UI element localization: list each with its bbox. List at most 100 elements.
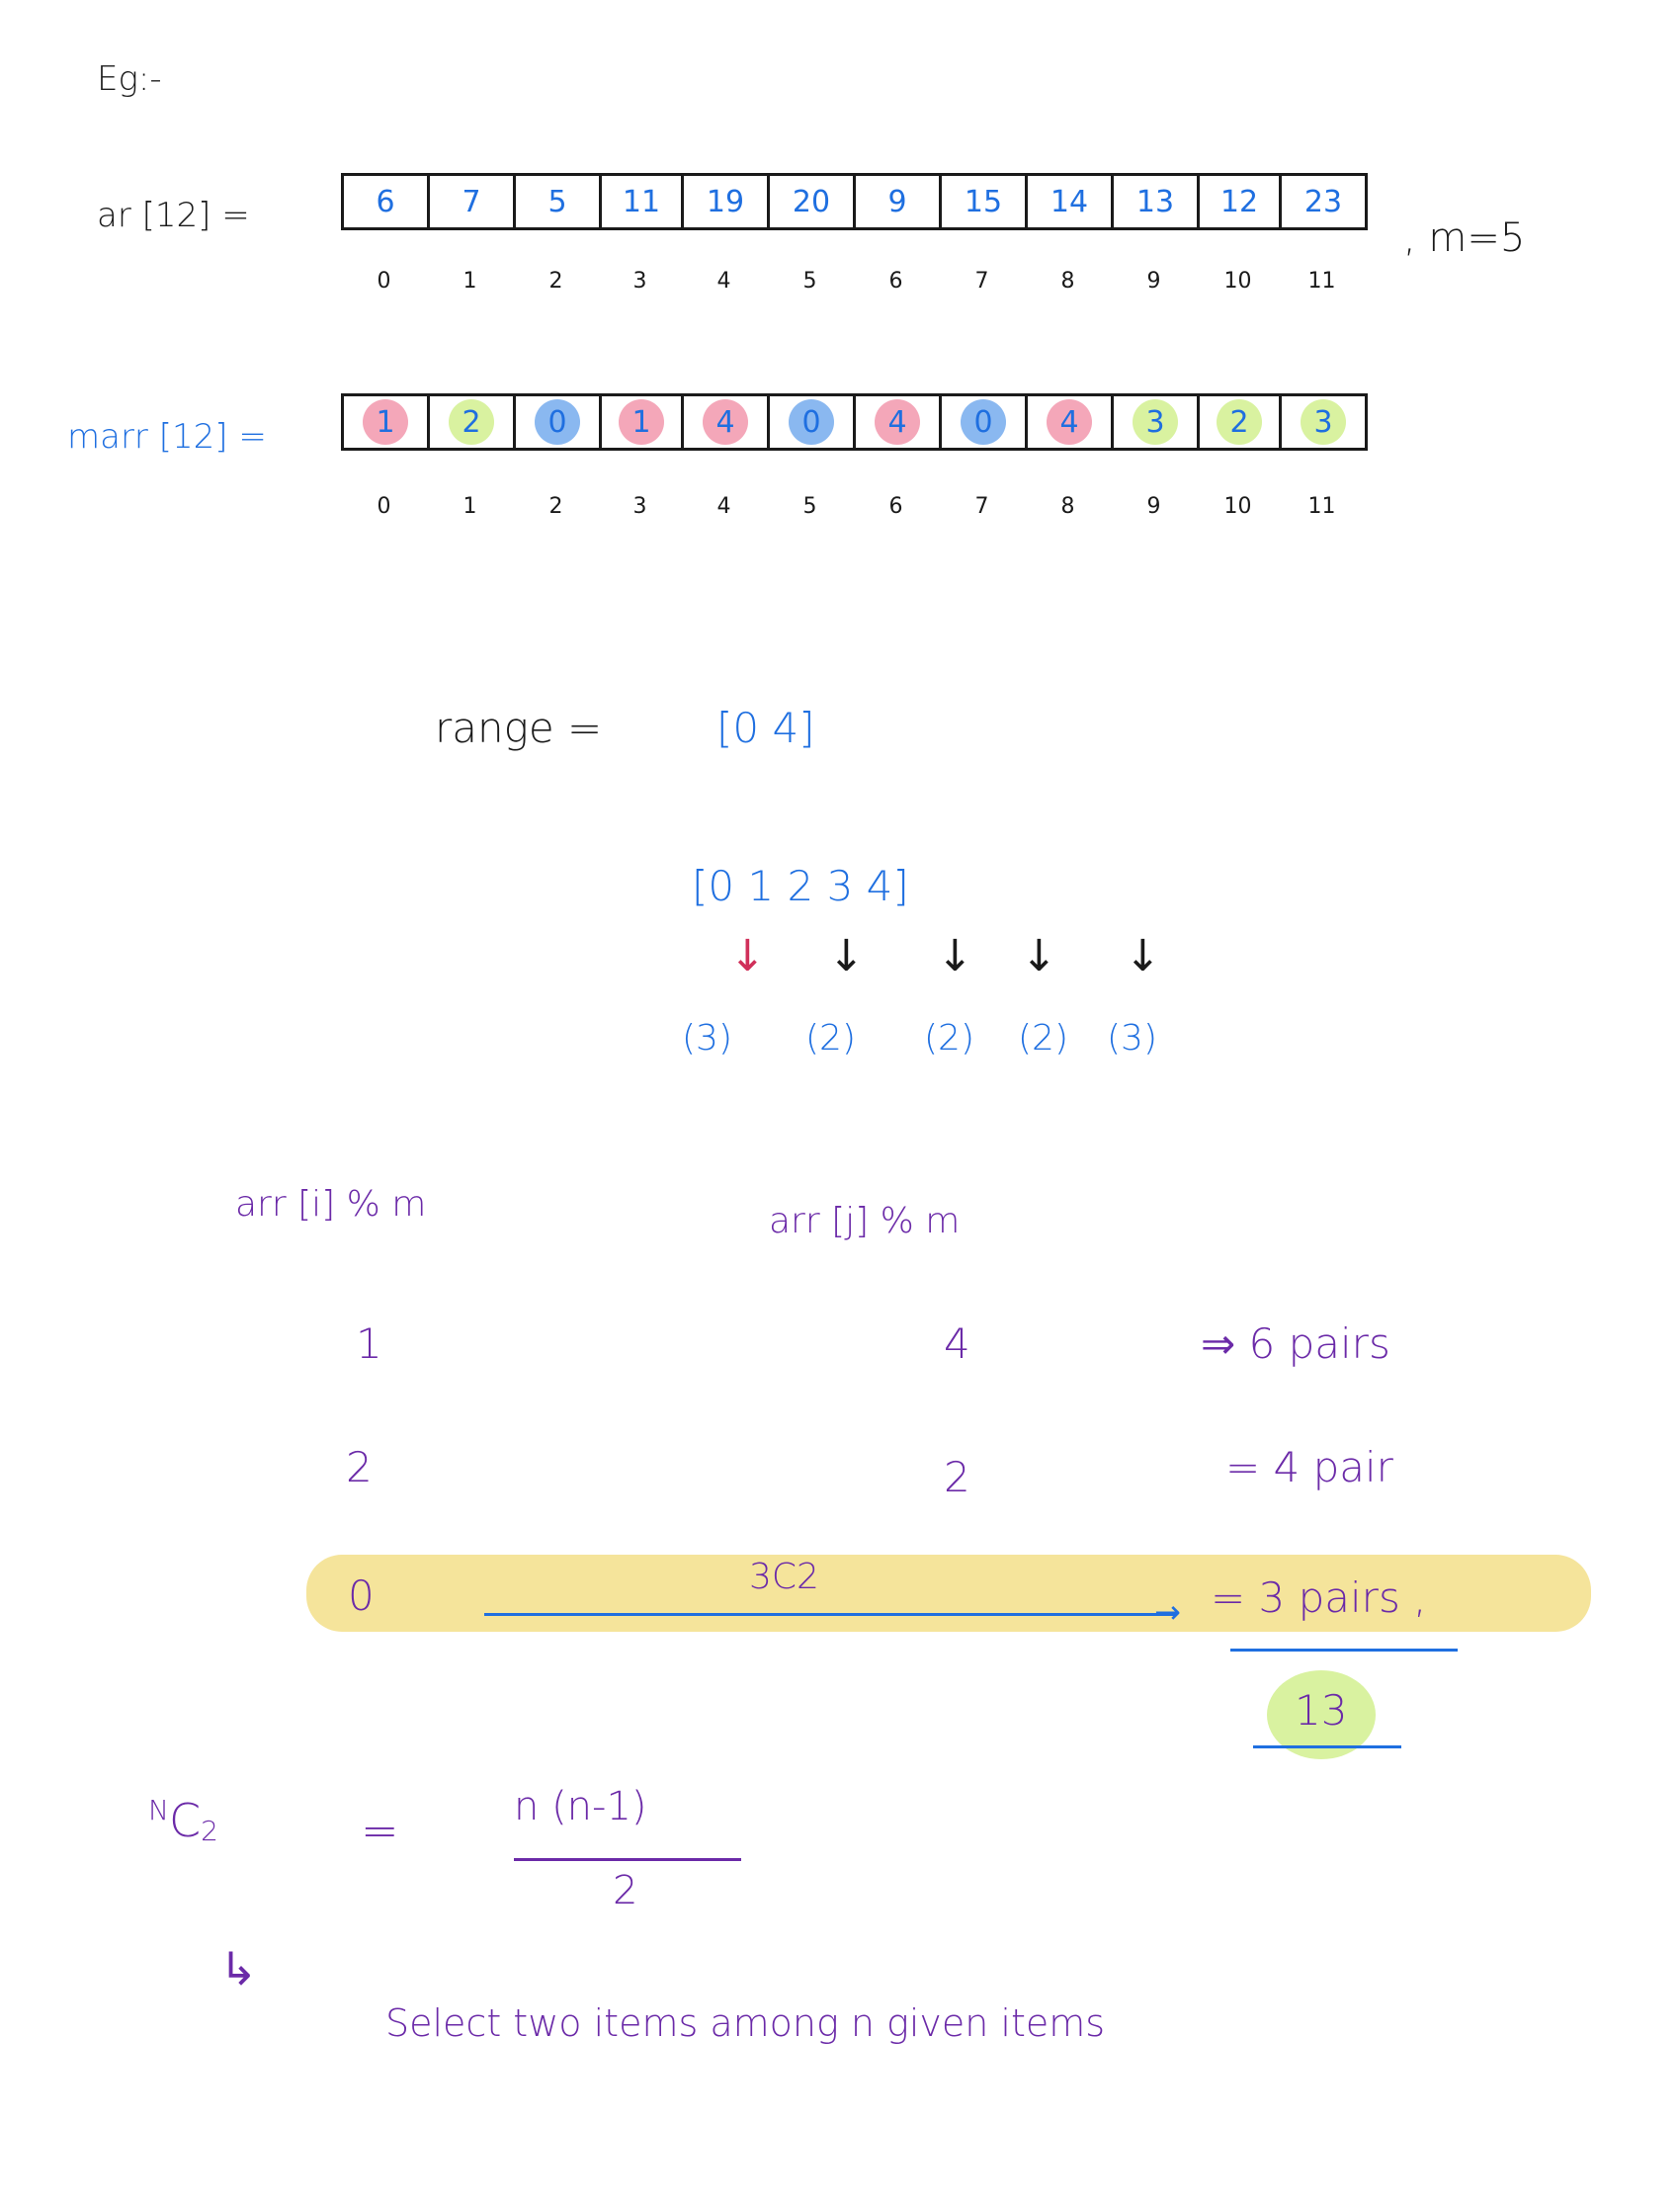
array-cell: 1	[344, 396, 430, 448]
array-value: 9	[887, 184, 907, 219]
array-cell: 0	[770, 396, 856, 448]
array-cell: 23	[1282, 176, 1365, 227]
array-value: 20	[792, 184, 831, 219]
array-value: 7	[462, 184, 481, 219]
array-index: 6	[888, 269, 903, 294]
array-cell: 12	[1200, 176, 1282, 227]
row1-result: ⇒ 6 pairs	[1201, 1319, 1390, 1368]
col1-header: arr [i] % m	[235, 1184, 427, 1225]
value-highlight	[535, 399, 580, 445]
array-value: 11	[622, 184, 661, 219]
array-index: 1	[462, 269, 477, 294]
row3-result: = 3 pairs ,	[1211, 1573, 1427, 1622]
range-list: [0 1 2 3 4]	[692, 862, 909, 910]
fraction-bar	[514, 1858, 741, 1861]
array-cell: 7	[430, 176, 516, 227]
value-highlight	[1217, 399, 1262, 445]
array-index: 7	[974, 494, 989, 519]
sum-underline	[1230, 1649, 1458, 1652]
array-cell: 13	[1114, 176, 1200, 227]
array-cell: 1	[602, 396, 684, 448]
total-value: 13	[1295, 1686, 1348, 1735]
value-highlight	[961, 399, 1006, 445]
array-cell: 0	[942, 396, 1028, 448]
total-underline	[1253, 1745, 1401, 1748]
formula-denominator: 2	[613, 1868, 638, 1913]
hook-arrow-icon: ↳	[219, 1942, 258, 1995]
down-arrow-icon: ↓	[1021, 931, 1057, 981]
array-cell: 4	[1028, 396, 1114, 448]
array-cell: 4	[856, 396, 942, 448]
value-highlight	[619, 399, 664, 445]
arr-label: ar [12] =	[97, 196, 250, 235]
array-value: 1	[376, 404, 395, 440]
array-value: 2	[462, 404, 481, 440]
col2-header: arr [j] % m	[769, 1201, 961, 1241]
array-value: 3	[1145, 404, 1165, 440]
array-value: 3	[1313, 404, 1333, 440]
row3-arrow-line	[484, 1613, 1176, 1616]
array-value: 4	[1059, 404, 1079, 440]
array-index: 5	[802, 269, 817, 294]
value-highlight	[1047, 399, 1092, 445]
array-cell: 2	[430, 396, 516, 448]
array-cell: 3	[1114, 396, 1200, 448]
array-index: 3	[632, 269, 647, 294]
array-cell: 6	[344, 176, 430, 227]
count-1: (2)	[805, 1018, 856, 1059]
value-highlight	[875, 399, 920, 445]
formula-eq: =	[361, 1804, 399, 1857]
array-index: 11	[1307, 269, 1336, 294]
formula-numerator: n (n-1)	[514, 1784, 647, 1829]
array-index: 4	[716, 269, 731, 294]
array-index: 9	[1146, 269, 1161, 294]
array-index: 8	[1060, 269, 1075, 294]
down-arrow-icon: ↓	[1125, 931, 1161, 981]
value-highlight	[449, 399, 494, 445]
array-index: 2	[548, 269, 563, 294]
array-index: 7	[974, 269, 989, 294]
row1-a: 1	[356, 1319, 382, 1368]
array-value: 4	[715, 404, 735, 440]
count-2: (2)	[924, 1018, 974, 1059]
array-cell: 11	[602, 176, 684, 227]
row2-result: = 4 pair	[1225, 1443, 1393, 1491]
array-value: 5	[547, 184, 567, 219]
count-0: (3)	[682, 1018, 732, 1059]
array-cell: 20	[770, 176, 856, 227]
array-value: 0	[547, 404, 567, 440]
array-index: 2	[548, 494, 563, 519]
array-index: 9	[1146, 494, 1161, 519]
array-value: 0	[801, 404, 821, 440]
count-3: (2)	[1018, 1018, 1068, 1059]
array-value: 12	[1219, 184, 1259, 219]
array-cell: 19	[684, 176, 770, 227]
value-highlight	[703, 399, 748, 445]
value-highlight	[363, 399, 408, 445]
array-cell: 2	[1200, 396, 1282, 448]
count-4: (3)	[1107, 1018, 1157, 1059]
total-highlight	[1267, 1670, 1376, 1759]
array-cell: 15	[942, 176, 1028, 227]
array-value: 23	[1303, 184, 1343, 219]
array-index: 0	[377, 494, 391, 519]
highlight-band	[306, 1555, 1591, 1632]
down-arrow-icon: ↓	[937, 931, 973, 981]
range-label: range =	[435, 704, 603, 752]
marr-label: marr [12] =	[67, 417, 267, 457]
m-label: , m=5	[1403, 215, 1526, 261]
down-arrow-icon: ↓	[828, 931, 865, 981]
formula-lhs: NC2	[148, 1794, 218, 1847]
down-arrow-icon: ↓	[729, 931, 766, 981]
array-value: 19	[706, 184, 745, 219]
row1-b: 4	[944, 1319, 970, 1368]
array-cell: 5	[516, 176, 602, 227]
array-value: 1	[631, 404, 651, 440]
array-value: 0	[973, 404, 993, 440]
array-value: 6	[376, 184, 395, 219]
array-value: 13	[1135, 184, 1175, 219]
array-index: 10	[1223, 494, 1252, 519]
